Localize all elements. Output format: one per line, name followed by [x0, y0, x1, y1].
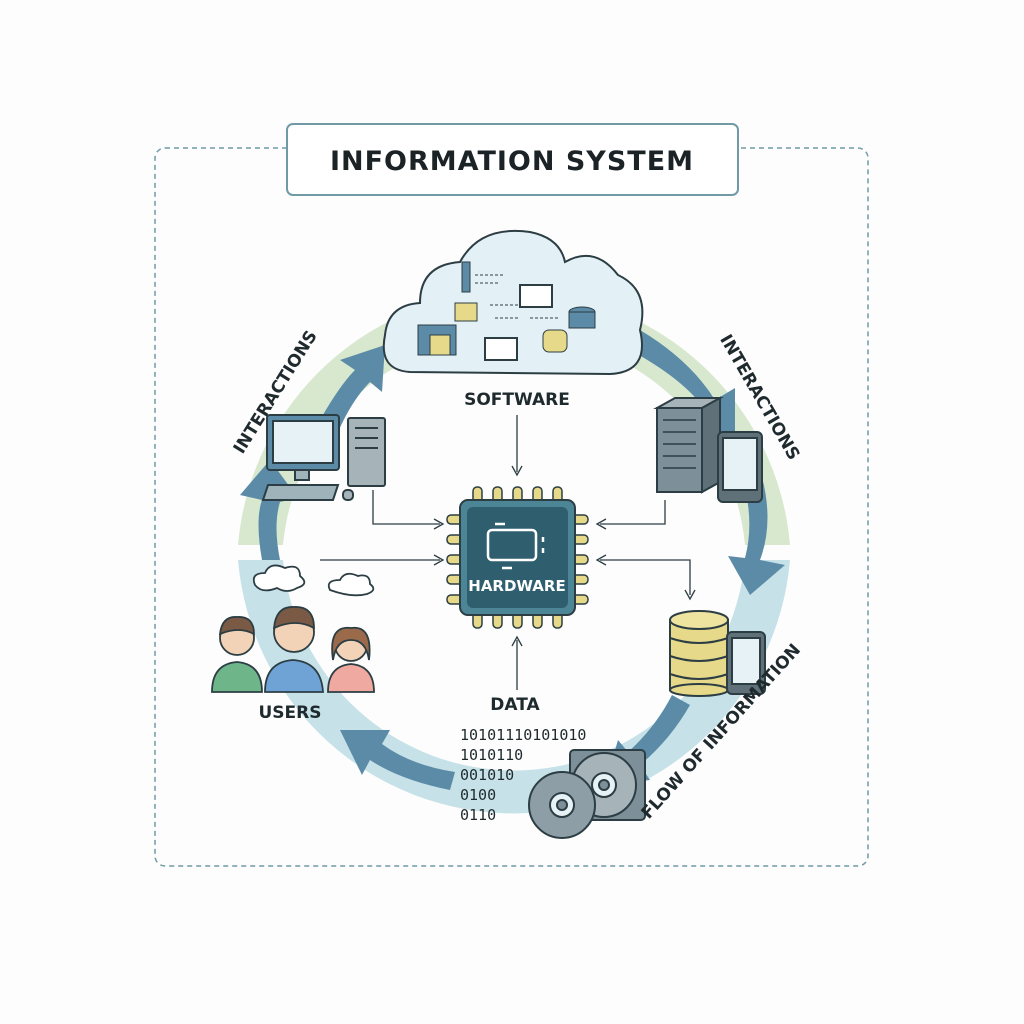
binary-line: 001010 [460, 766, 514, 784]
hard-disk-icon [528, 749, 646, 839]
cloud-software-icon [382, 229, 644, 376]
database-phone-icon [669, 610, 766, 697]
diagram-title: INFORMATION SYSTEM [330, 146, 694, 177]
title-box [286, 123, 739, 196]
binary-line: 10101110101010 [460, 726, 586, 744]
arrow-right-down [728, 470, 785, 595]
connector-arrows [320, 415, 696, 690]
hardware-chip-icon [446, 486, 589, 629]
software-label: SOFTWARE [464, 390, 570, 410]
arrow-top-left [320, 345, 385, 432]
users-icon [211, 564, 375, 693]
binary-line: 0100 [460, 786, 496, 804]
hardware-label: HARDWARE [468, 577, 565, 595]
server-tablet-icon [653, 396, 763, 503]
binary-data: 10101110101010 1010110 001010 0100 0110 [460, 726, 586, 824]
binary-line: 0110 [460, 806, 496, 824]
desktop-computer-icon [261, 414, 386, 501]
users-label: USERS [259, 703, 322, 723]
arrow-bottom-left [340, 730, 455, 790]
data-label: DATA [490, 695, 540, 715]
binary-line: 1010110 [460, 746, 523, 764]
